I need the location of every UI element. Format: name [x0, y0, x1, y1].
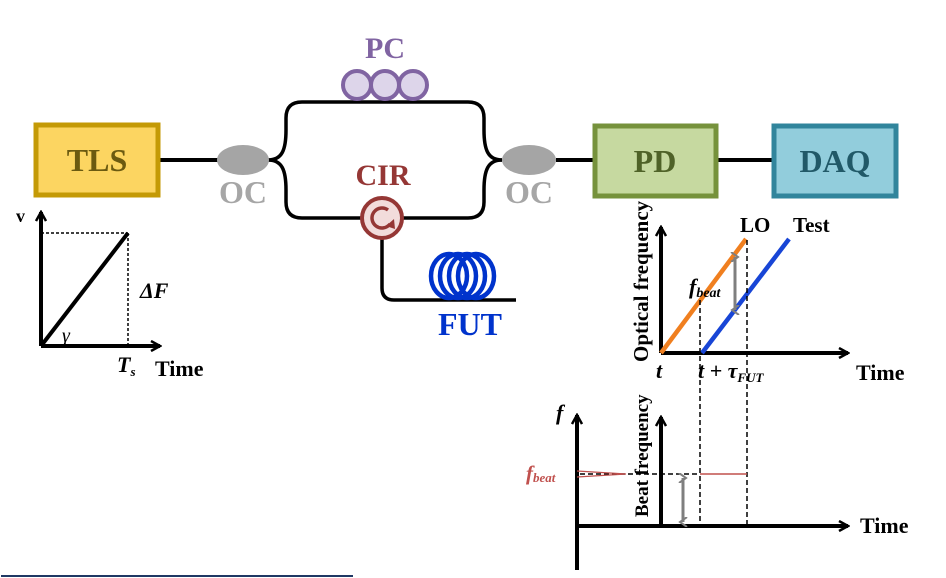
daq-block: DAQ	[771, 123, 899, 199]
cir-circle	[360, 196, 404, 240]
daq-label: DAQ	[799, 143, 870, 179]
sweep-range-label: ΔF	[139, 278, 169, 303]
oc-right-shape	[502, 145, 556, 175]
optical-x-label: Time	[856, 360, 905, 385]
pd-label: PD	[634, 143, 677, 179]
cir-block: CIR	[355, 159, 411, 240]
pc-paddle-1	[341, 69, 373, 101]
t0-label: t	[656, 358, 663, 383]
oc-right: OC	[502, 145, 556, 210]
pd-block: PD	[592, 123, 719, 199]
test-label: Test	[793, 213, 830, 237]
pd-box	[592, 123, 719, 199]
beat-y-label: f	[556, 400, 566, 425]
fut-label: FUT	[438, 306, 502, 342]
sweep-slope-label: γ	[62, 325, 71, 347]
sweep-x-label: Time	[155, 356, 204, 381]
fiber-coil-icon	[428, 251, 497, 301]
pc-label: PC	[365, 32, 405, 65]
oc-left-shape	[217, 145, 269, 175]
oc-left: OC	[217, 145, 269, 210]
cir-label: CIR	[355, 159, 410, 192]
fiber-upper-arm	[267, 100, 503, 162]
fut-block: FUT	[428, 251, 502, 342]
circulator-arrow-icon	[370, 206, 395, 230]
test-line	[700, 237, 791, 355]
fiber-cir-fut	[380, 238, 516, 302]
sweep-y-label: v	[16, 206, 25, 226]
daq-box	[771, 123, 899, 199]
t1-label: t + τFUT	[698, 358, 764, 385]
lo-label: LO	[740, 213, 770, 237]
optical-y-label: Optical frequency	[629, 200, 653, 362]
beat-spectrum-peak	[576, 470, 627, 478]
beat-x-label: Time	[860, 513, 909, 538]
beat-fbeat-label: fbeat	[526, 461, 556, 485]
optical-fbeat-label: fbeat	[689, 274, 722, 301]
beat-frequency-plot: f Beat frequency fbeat Time	[526, 394, 909, 570]
tls-box	[33, 122, 161, 198]
beat-inner-y-label: Beat frequency	[632, 394, 653, 517]
optical-frequency-plot: LO Test fbeat Optical frequency t t + τF…	[629, 200, 905, 385]
pc-block: PC	[341, 32, 429, 101]
pc-paddle-3	[397, 69, 429, 101]
tls-label: TLS	[67, 142, 127, 178]
oc-left-label: OC	[219, 174, 267, 210]
sweep-ramp	[39, 231, 130, 348]
tls-block: TLS	[33, 122, 161, 198]
oc-right-label: OC	[505, 174, 553, 210]
sweep-period-label: Ts	[117, 352, 136, 379]
pc-paddle-2	[369, 69, 401, 101]
sweep-plot: v γ ΔF Ts Time	[16, 206, 204, 381]
